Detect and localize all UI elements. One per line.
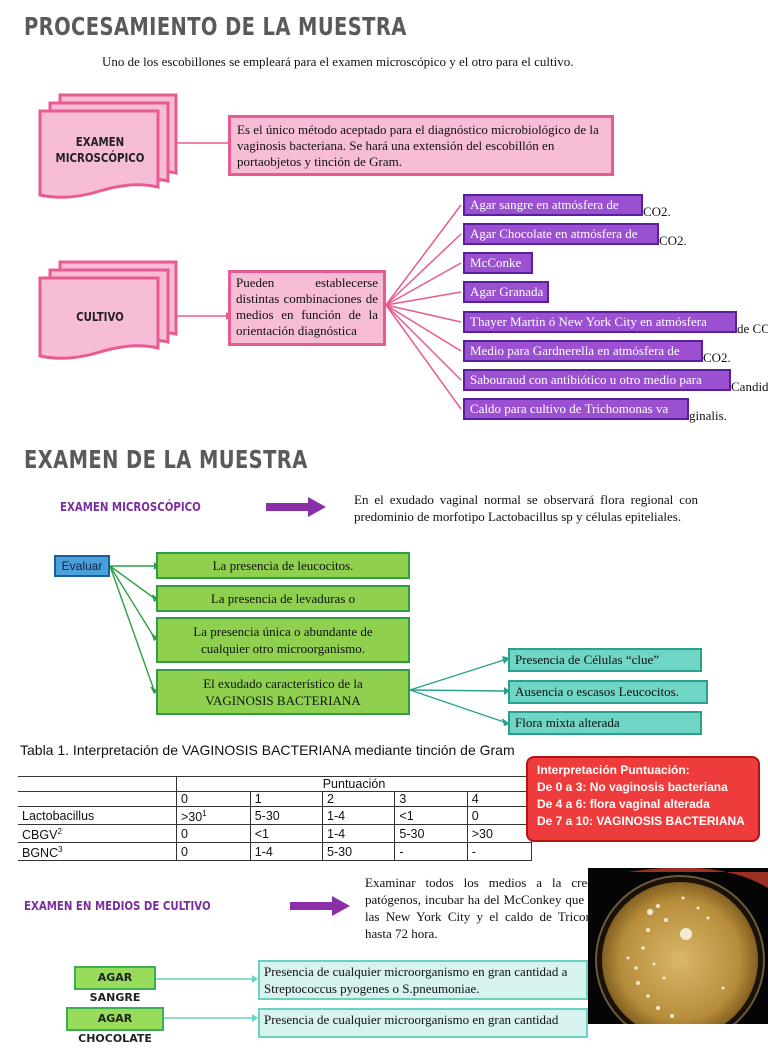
culture-description-box: Pueden establecerse distintas combinacio… xyxy=(228,270,386,346)
media-item: Agar sangre en atmósfera de CO2. xyxy=(463,194,671,221)
evaluation-item: La presencia de leucocitos. xyxy=(156,552,410,579)
culture-doc-stack xyxy=(38,260,178,360)
media-item: Medio para Gardnerella en atmósfera de C… xyxy=(463,340,731,367)
evaluation-item-vaginosis: El exudado característico de la VAGINOSI… xyxy=(156,669,410,715)
petri-dish-photo xyxy=(588,868,768,1024)
table-row: Puntuación xyxy=(18,776,532,792)
media-item: Agar Granada xyxy=(463,281,549,308)
vb-sign: Ausencia o escasos Leucocitos. xyxy=(508,680,768,704)
section1-connectors xyxy=(175,139,462,410)
microscopic-doc-stack xyxy=(38,93,178,199)
section-title-examen: EXAMEN DE LA MUESTRA xyxy=(24,445,308,474)
media-item: Sabouraud con antibiótico u otro medio p… xyxy=(463,369,768,396)
evaluation-item: La presencia única o abundante de cualqu… xyxy=(156,617,410,663)
vb-sign: Presencia de Células “clue” xyxy=(508,648,702,672)
evaluar-label: Evaluar xyxy=(54,555,110,577)
arrow-right-icon xyxy=(290,896,350,916)
subhead-examen-microscopico: EXAMEN MICROSCÓPICO xyxy=(60,500,201,514)
microscopic-normal-description: En el exudado vaginal normal se observar… xyxy=(354,492,698,524)
petri-dish-image xyxy=(595,868,768,1024)
microscopic-stack-label: EXAMEN MICROSCÓPICO xyxy=(55,135,145,165)
culture-stack-label: CULTIVO xyxy=(76,310,124,324)
intro-text: Uno de los escobillones se empleará para… xyxy=(102,54,574,69)
media-item: McConke xyxy=(463,252,533,279)
agar-sangre-description: Presencia de cualquier microorganismo en… xyxy=(258,960,588,1000)
section-title-procesamiento: PROCESAMIENTO DE LA MUESTRA xyxy=(24,12,407,41)
evaluation-item: La presencia de levaduras o xyxy=(156,585,410,612)
microscopic-description-box: Es el único método aceptado para el diag… xyxy=(228,115,614,176)
section3-connectors xyxy=(156,975,258,1022)
table-caption: Tabla 1. Interpretación de VAGINOSIS BAC… xyxy=(20,742,515,758)
agar-chocolate-description: Presencia de cualquier microorganismo en… xyxy=(258,1008,588,1038)
subhead-examen-cultivo: EXAMEN EN MEDIOS DE CULTIVO xyxy=(24,899,211,913)
agar-sangre-label: AGAR SANGRE xyxy=(74,966,156,1004)
agar-chocolate-label: AGAR CHOCOLATE xyxy=(66,1007,164,1045)
arrow-right-icon xyxy=(266,497,326,517)
media-item: Agar Chocolate en atmósfera de CO2. xyxy=(463,223,687,250)
vb-sign: Flora mixta alterada xyxy=(508,711,702,735)
interpretation-box: Interpretación Puntuación: De 0 a 3: No … xyxy=(526,756,760,842)
culture-exam-description: Examinar todos los medios a la crecimien… xyxy=(365,875,655,941)
media-item: Thayer Martin ó New York City en atmósfe… xyxy=(463,311,768,338)
